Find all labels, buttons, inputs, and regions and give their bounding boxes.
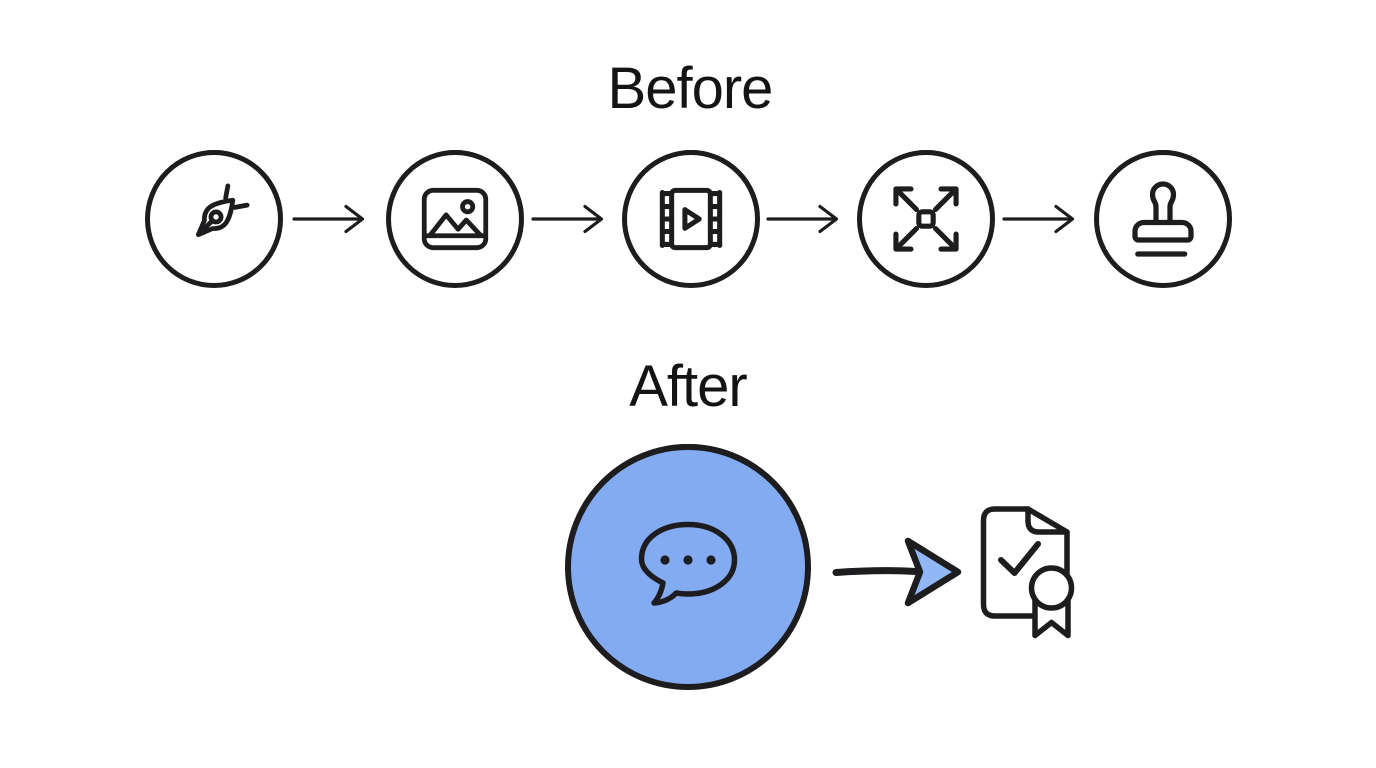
ellipsis-dot xyxy=(660,555,670,565)
arrow-right-icon xyxy=(292,204,365,234)
flow-step-circle xyxy=(1094,150,1232,288)
flow-step-circle xyxy=(386,150,524,288)
pen-nib-icon xyxy=(195,183,250,238)
film-play-icon xyxy=(659,187,723,251)
expand-arrows-icon xyxy=(893,186,959,252)
certified-document-icon xyxy=(980,506,1075,639)
stamp-icon xyxy=(1132,181,1194,257)
before-section-title: Before xyxy=(607,56,774,121)
arrow-right-icon xyxy=(531,204,604,234)
image-icon xyxy=(421,187,489,251)
flow-step-circle xyxy=(857,150,995,288)
ellipsis-dot xyxy=(706,555,716,565)
after-section-title: After xyxy=(629,354,747,419)
arrow-right-icon xyxy=(766,204,839,234)
speech-bubble-icon xyxy=(638,521,738,606)
ellipsis-dot xyxy=(683,555,693,565)
after-highlight-circle xyxy=(565,444,811,690)
arrow-right-icon xyxy=(1002,204,1075,234)
flow-step-circle xyxy=(145,150,283,288)
flow-step-circle xyxy=(622,150,760,288)
thick-arrow-right-icon xyxy=(832,537,962,607)
